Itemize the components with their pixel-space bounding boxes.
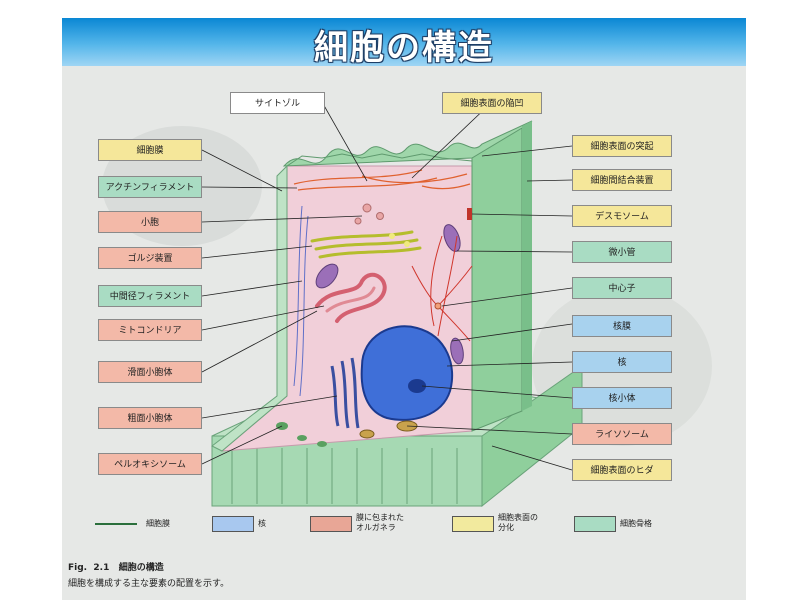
cell-figure: サイトゾル 細胞表面の陥凹 細胞膜 アクチンフィラメント 小胞 ゴルジ装置 中間… xyxy=(62,66,746,600)
label-junction: 細胞間結合装置 xyxy=(572,169,672,191)
label-smooth-er: 滑面小胞体 xyxy=(98,361,202,383)
label-peroxisome: ペルオキシソーム xyxy=(98,453,202,475)
label-nucleus: 核 xyxy=(572,351,672,373)
figure-description: 細胞を構成する主な要素の配置を示す。 xyxy=(68,579,230,589)
label-protrusion: 細胞表面の突起 xyxy=(572,135,672,157)
label-lysosome: ライソソーム xyxy=(572,423,672,445)
page-title: 細胞の構造 xyxy=(314,28,494,68)
label-mitochondria: ミトコンドリア xyxy=(98,319,202,341)
label-rough-er: 粗面小胞体 xyxy=(98,407,202,429)
legend-swatch-nucleus xyxy=(212,516,254,532)
legend-cytoskeleton: 細胞骨格 xyxy=(620,519,652,528)
legend-surface: 細胞表面の 分化 xyxy=(498,513,538,532)
label-golgi: ゴルジ装置 xyxy=(98,247,202,269)
legend-nucleus: 核 xyxy=(258,519,266,528)
legend-organelle: 膜に包まれた オルガネラ xyxy=(356,513,404,532)
label-actin: アクチンフィラメント xyxy=(98,176,202,198)
label-fold: 細胞表面のヒダ xyxy=(572,459,672,481)
label-vesicle: 小胞 xyxy=(98,211,202,233)
label-nuclear-envelope: 核膜 xyxy=(572,315,672,337)
label-microtubule: 微小管 xyxy=(572,241,672,263)
label-intermediate-filament: 中間径フィラメント xyxy=(98,285,202,307)
label-nucleolus: 核小体 xyxy=(572,387,672,409)
legend-swatch-organelle xyxy=(310,516,352,532)
label-cytosol: サイトゾル xyxy=(230,92,325,114)
label-desmosome: デスモソーム xyxy=(572,205,672,227)
legend-swatch-surface xyxy=(452,516,494,532)
label-centrosome: 中心子 xyxy=(572,277,672,299)
label-cell-membrane: 細胞膜 xyxy=(98,139,202,161)
legend-membrane: 細胞膜 xyxy=(146,519,170,528)
figure-caption: Fig. 2.1 細胞の構造 xyxy=(68,563,164,573)
label-surface-pit: 細胞表面の陥凹 xyxy=(442,92,542,114)
title-banner: 細胞の構造 xyxy=(62,18,746,68)
legend-swatch-cytoskeleton xyxy=(574,516,616,532)
